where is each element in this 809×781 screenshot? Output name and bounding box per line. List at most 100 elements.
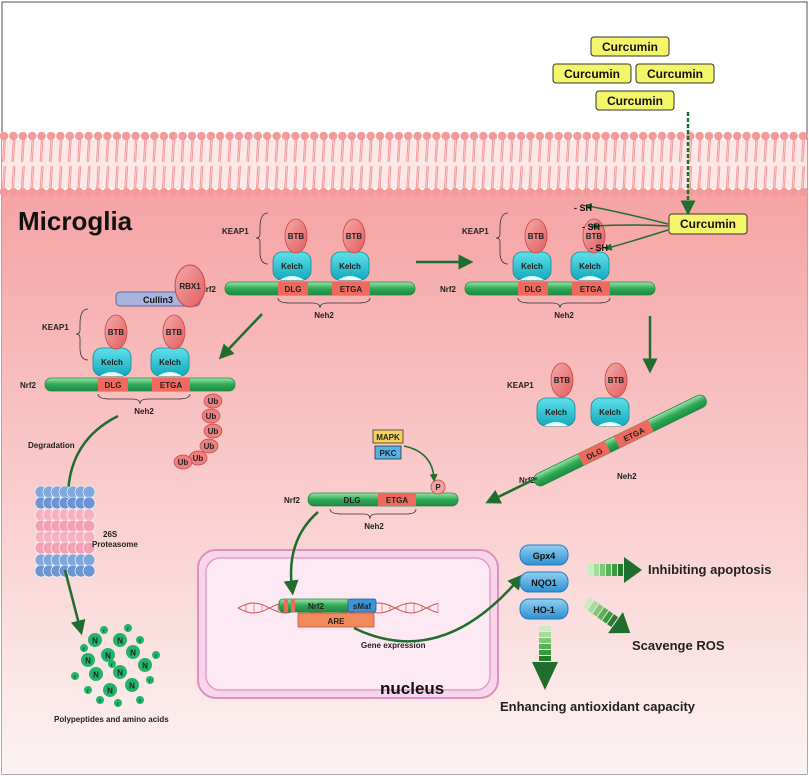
svg-text:Nrf2: Nrf2 <box>308 602 325 611</box>
svg-text:DLG: DLG <box>525 285 542 294</box>
svg-text:BTB: BTB <box>346 232 363 241</box>
svg-text:ETGA: ETGA <box>580 285 602 294</box>
svg-text:r: r <box>139 699 141 705</box>
outcome-ros: Scavenge ROS <box>632 638 725 653</box>
proteasome-label-2: Proteasome <box>92 540 138 549</box>
svg-text:Nrf2: Nrf2 <box>200 285 217 294</box>
outcome-antioxidant: Enhancing antioxidant capacity <box>500 699 696 714</box>
svg-text:RBX1: RBX1 <box>179 282 201 291</box>
svg-text:KEAP1: KEAP1 <box>222 227 249 236</box>
nrf2-nuclear: Nrf2 <box>278 598 352 613</box>
cell-title: Microglia <box>18 206 133 236</box>
svg-text:Neh2: Neh2 <box>617 472 637 481</box>
svg-text:ETGA: ETGA <box>160 381 182 390</box>
svg-text:Ub: Ub <box>204 442 215 451</box>
svg-text:BTB: BTB <box>528 232 545 241</box>
svg-text:Neh2: Neh2 <box>314 311 334 320</box>
ho1: HO-1 <box>519 598 569 620</box>
curcumin-box: Curcumin <box>595 90 675 111</box>
svg-text:BTB: BTB <box>554 376 571 385</box>
svg-text:N: N <box>142 662 148 671</box>
svg-text:Kelch: Kelch <box>521 262 543 271</box>
svg-text:Ub: Ub <box>178 458 189 467</box>
svg-text:N: N <box>93 671 99 680</box>
svg-text:Curcumin: Curcumin <box>602 40 658 54</box>
svg-text:Nrf2: Nrf2 <box>519 476 536 485</box>
svg-text:Ub: Ub <box>206 412 217 421</box>
svg-text:BTB: BTB <box>608 376 625 385</box>
svg-text:Ub: Ub <box>208 397 219 406</box>
svg-text:Curcumin: Curcumin <box>647 67 703 81</box>
arrow-antioxidant <box>532 626 558 690</box>
svg-text:Curcumin: Curcumin <box>564 67 620 81</box>
svg-text:r: r <box>117 702 119 708</box>
outcome-apoptosis: Inhibiting apoptosis <box>648 562 772 577</box>
svg-text:Curcumin: Curcumin <box>607 94 663 108</box>
proteasome-label-1: 26S <box>103 530 118 539</box>
nuclear-translocation-arrow <box>283 511 319 596</box>
arrow-ros <box>582 597 631 634</box>
svg-text:DLG: DLG <box>344 496 361 505</box>
svg-text:r: r <box>87 689 89 695</box>
svg-text:DLG: DLG <box>105 381 122 390</box>
svg-text:BTB: BTB <box>288 232 305 241</box>
mapk: MAPK <box>372 429 404 444</box>
svg-text:KEAP1: KEAP1 <box>462 227 489 236</box>
svg-text:HO-1: HO-1 <box>533 605 555 615</box>
gene-expression-arrow <box>353 574 523 643</box>
sh-label: - SH <box>590 243 608 253</box>
svg-text:BTB: BTB <box>166 328 183 337</box>
svg-text:DLG: DLG <box>285 285 302 294</box>
svg-text:NQO1: NQO1 <box>531 578 557 588</box>
svg-text:P: P <box>435 483 441 492</box>
svg-text:Ub: Ub <box>208 427 219 436</box>
svg-text:BTB: BTB <box>108 328 125 337</box>
svg-text:Curcumin: Curcumin <box>680 217 736 231</box>
svg-text:r: r <box>74 675 76 681</box>
svg-text:Kelch: Kelch <box>339 262 361 271</box>
curcumin-box: Curcumin <box>590 36 670 57</box>
curcumin-box-inside: Curcumin <box>668 213 748 235</box>
svg-text:Kelch: Kelch <box>579 262 601 271</box>
svg-text:r: r <box>83 647 85 653</box>
svg-text:r: r <box>149 679 151 685</box>
gene-expression-label: Gene expression <box>361 641 426 650</box>
svg-text:r: r <box>155 654 157 660</box>
sh-label: - SH <box>574 203 592 213</box>
svg-text:ETGA: ETGA <box>340 285 362 294</box>
svg-text:Kelch: Kelch <box>159 358 181 367</box>
arrow-to-ubiquitination <box>218 313 263 360</box>
svg-text:Nrf2: Nrf2 <box>440 285 457 294</box>
svg-text:sMaf: sMaf <box>353 602 372 611</box>
polypeptides-label: Polypeptides and amino acids <box>54 715 169 724</box>
rbx1: RBX1 <box>174 264 206 308</box>
nqo1: NQO1 <box>519 571 569 593</box>
svg-text:r: r <box>127 627 129 633</box>
arrow-to-peptides <box>63 569 86 636</box>
svg-text:N: N <box>117 637 123 646</box>
svg-text:r: r <box>111 663 113 669</box>
phosphorylation-arrow <box>403 445 438 482</box>
curcumin-cluster: Curcumin Curcumin Curcumin Curcumin <box>552 36 715 111</box>
cell-membrane <box>0 131 808 197</box>
svg-text:N: N <box>129 682 135 691</box>
svg-text:KEAP1: KEAP1 <box>507 381 534 390</box>
svg-text:Nrf2: Nrf2 <box>284 496 301 505</box>
svg-text:Neh2: Neh2 <box>364 522 384 531</box>
svg-text:N: N <box>117 669 123 678</box>
svg-text:Kelch: Kelch <box>101 358 123 367</box>
svg-text:ARE: ARE <box>328 617 346 626</box>
svg-text:Kelch: Kelch <box>281 262 303 271</box>
arrow-apoptosis <box>588 557 642 583</box>
curcumin-box: Curcumin <box>635 63 715 84</box>
svg-text:MAPK: MAPK <box>376 433 400 442</box>
svg-text:r: r <box>139 639 141 645</box>
svg-text:Gpx4: Gpx4 <box>533 551 556 561</box>
